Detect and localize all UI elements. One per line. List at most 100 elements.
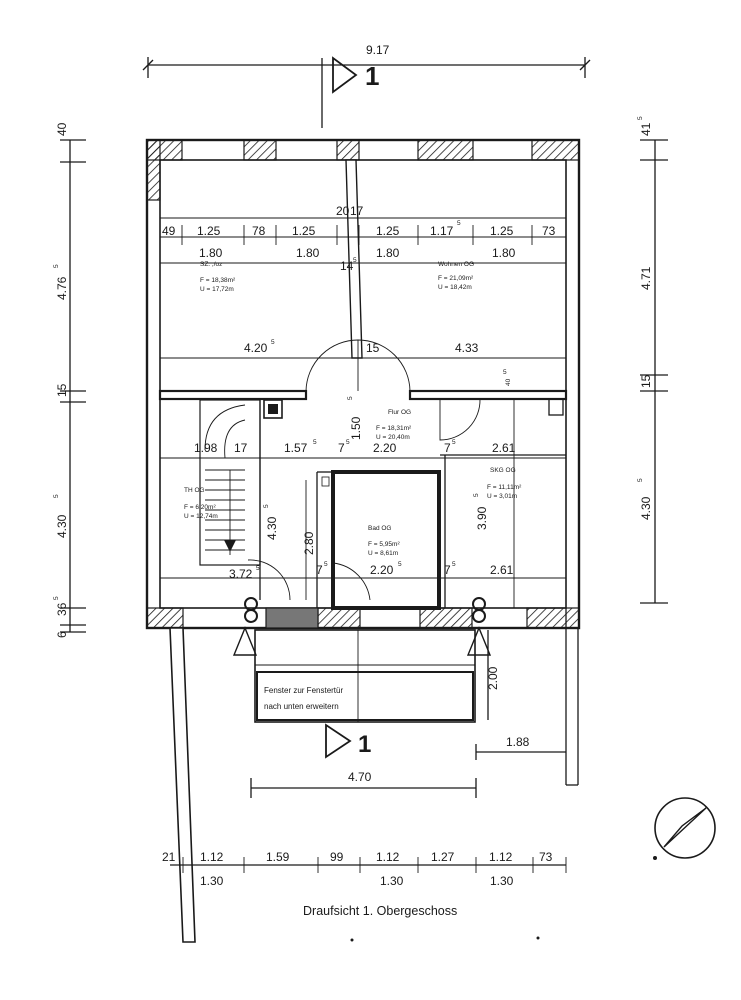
left-476-dim: 4.76 [55,276,69,300]
room-skg-area: F = 11,11m² [487,484,522,491]
d-7d-dim: 7 [444,563,451,577]
right-430-dim: 4.30 [639,496,653,520]
room-skg-perimeter: U = 3,01m [487,493,517,500]
room-wohnen-name: Wohnen OG [438,261,474,268]
room-th-perimeter: U = 12,74m [184,513,218,520]
section-arrow-icon: 1 [325,723,371,759]
v-150-sup: 5 [347,396,354,400]
left-476-sup: 5 [53,264,60,268]
dim-470: 4.70 [250,770,477,798]
balcony-window: Fenster zur Fenstertür nach unten erweit… [232,597,500,723]
seg-125c: 1.25 [376,224,400,238]
seg-180a: 1.80 [199,246,223,260]
right-dimension-chain: 41 5 4.71 15 4.30 5 [637,116,668,604]
note-line1: Fenster zur Fenstertür [264,686,343,695]
room-bad-area: F = 5,95m² [368,541,400,548]
d-261a-dim: 2.61 [492,441,516,455]
d-7a-dim: 7 [338,441,345,455]
bot-21: 21 [162,850,176,864]
left-36-sup: 5 [53,596,60,600]
top-dimension: 9.17 [142,43,591,78]
seg-117: 1.17 [430,224,454,238]
bot-127: 1.27 [431,850,455,864]
mid-15-dim: 15 [366,341,380,355]
seg-78: 78 [252,224,266,238]
room-bad-name: Bad OG [368,525,391,532]
mid-420-dim: 4.20 [244,341,268,355]
room-th-area: F = 6,20m² [184,504,216,511]
d-7b-dim: 7 [444,441,451,455]
room-flur-area: F = 18,31m² [376,425,412,432]
d-220a-dim: 2.20 [373,441,397,455]
upper-rooms: 49 1.25 78 1.25 1.80 1.80 1.80 1.80 20 1… [160,159,566,359]
left-430-dim: 4.30 [55,514,69,538]
left-15-dim: 15 [55,383,69,397]
lower-room-labels: Flur OG F = 18,31m² U = 20,40m SKG OG F … [184,409,522,557]
dim-188: 1.88 [475,735,566,760]
wall-14-dim: 14 [340,259,354,273]
bot-73: 73 [539,850,553,864]
d-17-dim: 17 [234,441,248,455]
d-198-dim: 1.98 [194,441,218,455]
seg-117-sup: 5 [457,220,461,227]
bot-130c: 1.30 [490,874,514,888]
d-7c-dim: 7 [316,563,323,577]
v-430-dim: 4.30 [265,516,279,540]
scan-dot [350,938,354,942]
d-188-dim: 1.88 [506,735,530,749]
seg-20: 20 [336,204,350,218]
staircase-icon [199,399,261,600]
seg-49: 49 [162,224,176,238]
bot-112a: 1.12 [200,850,224,864]
d-220b-dim: 2.20 [370,563,394,577]
mid-433-dim: 4.33 [455,341,479,355]
room-bad-perimeter: U = 8,61m [368,550,398,557]
right-471-dim: 4.71 [639,266,653,290]
v-200-dim: 2.00 [486,666,500,690]
middle-wall: 40 5 [158,339,568,441]
seg-73: 73 [542,224,556,238]
seg-17: 17 [350,204,364,218]
plan-caption: Draufsicht 1. Obergeschoss [303,904,457,918]
room-sz-area: F = 18,38m² [200,277,236,284]
d-7d-sup: 5 [452,561,456,568]
seg-180c: 1.80 [376,246,400,260]
mid-420-sup: 5 [271,339,275,346]
section-marker-bottom: 1 [358,731,371,758]
room-sz-name: SZ. ,/oz [200,261,222,268]
d-157-sup: 5 [313,439,317,446]
top-total-dim: 9.17 [366,43,390,57]
section-marker-top: 1 [365,61,379,91]
left-430-sup: 5 [53,494,60,498]
inner-40-dim: 40 [505,378,512,386]
bot-130a: 1.30 [200,874,224,888]
bottom-dimension-chain: 21 1.12 1.59 99 1.12 1.27 1.12 73 1.30 1… [162,850,567,888]
inner-40-sup: 5 [503,369,507,376]
left-6-dim: 6 [55,631,69,638]
north-arrow-icon [653,797,716,860]
v-150-dim: 1.50 [349,416,363,440]
room-th-name: TH OG [184,487,205,494]
d-7b-sup: 5 [452,439,456,446]
right-15-dim: 15 [639,374,653,388]
d-7c-sup: 5 [324,561,328,568]
th-door-swing [247,559,291,601]
seg-125b: 1.25 [292,224,316,238]
left-40-dim: 40 [55,122,69,136]
v-390-dim: 3.90 [475,506,489,530]
exterior-walls [145,138,581,943]
d-470-dim: 4.70 [348,770,372,784]
scan-dot [536,936,540,940]
seg-125d: 1.25 [490,224,514,238]
left-dimension-chain: 40 4.76 5 15 4.30 5 36 5 6 [53,122,86,638]
room-skg-name: SKG OG [490,467,516,474]
chimney-icon [263,399,283,419]
right-430-sup: 5 [637,478,644,482]
v-430-sup: 5 [263,504,270,508]
seg-125a: 1.25 [197,224,221,238]
wall-5-sup: 5 [353,257,357,264]
left-36-dim: 36 [55,602,69,616]
room-wohnen-perimeter: U = 18,42m [438,284,472,291]
section-arrow-icon: 1 [321,56,379,128]
